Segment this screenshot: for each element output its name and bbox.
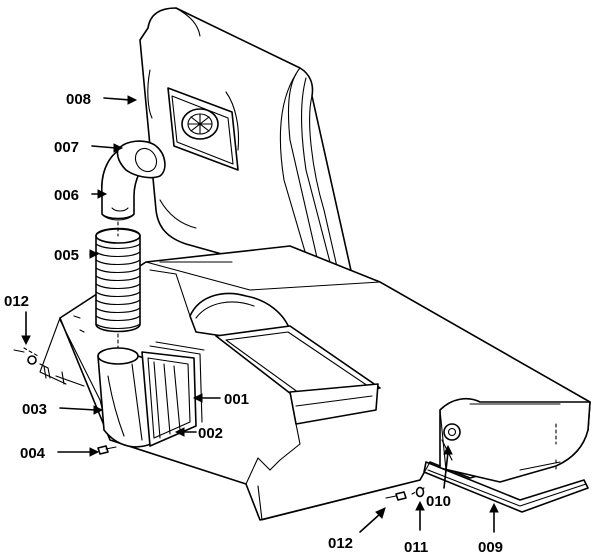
label-008: 008 — [66, 91, 91, 108]
label-005: 005 — [54, 247, 79, 264]
part-012-screw-bottom — [385, 491, 407, 501]
label-004: 004 — [20, 445, 46, 462]
callout-labels: 008 007 006 005 012 003 004 001 002 010 … — [4, 91, 503, 556]
part-012-screw-left — [13, 349, 51, 379]
callout-arrows — [21, 95, 499, 533]
label-002: 002 — [198, 425, 223, 442]
label-001: 001 — [224, 391, 249, 408]
part-008-back-panel — [139, 7, 354, 289]
part-011-washer — [415, 486, 425, 498]
main-housing — [39, 245, 591, 521]
label-012-left: 012 — [4, 293, 29, 310]
label-007: 007 — [54, 139, 79, 156]
part-004-screw — [97, 445, 117, 455]
part-005-bellows — [95, 227, 141, 333]
label-011: 011 — [404, 539, 428, 556]
part-006-007-elbow — [101, 140, 166, 221]
label-010: 010 — [426, 493, 451, 510]
label-012-bottom: 012 — [328, 535, 353, 552]
label-009: 009 — [478, 539, 503, 556]
label-006: 006 — [54, 187, 79, 204]
label-003: 003 — [22, 401, 47, 418]
part-001-002-frame — [141, 341, 205, 447]
